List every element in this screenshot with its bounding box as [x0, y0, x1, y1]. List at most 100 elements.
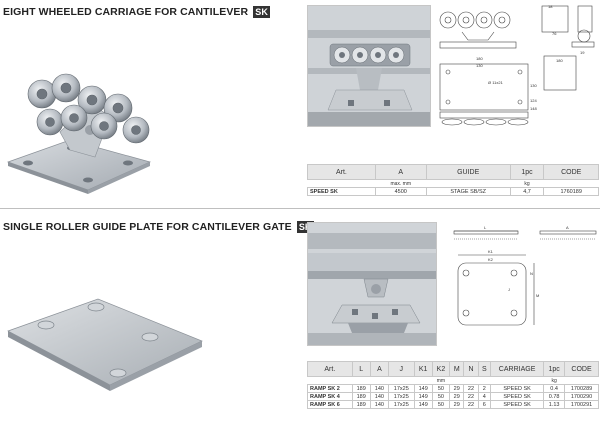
dim-label: L	[484, 225, 487, 230]
unit-cell: mm	[432, 376, 450, 385]
table-cell: 149	[413, 392, 433, 401]
guide-plate-technical-drawing: L A K1 K2 N M J	[453, 225, 597, 326]
unit-cell	[414, 376, 433, 385]
table-cell: 50	[431, 392, 451, 401]
unit-cell	[352, 376, 371, 385]
guide-plate-product-image	[7, 298, 203, 391]
table-cell: 1760189	[543, 187, 599, 196]
table-cell: 29	[449, 400, 465, 409]
table-cell: 1700289	[564, 384, 599, 393]
table-cell: 189	[351, 392, 371, 401]
table-row: SPEED SK 4500 STAGE SB/SZ 4,7 1760189	[307, 187, 599, 196]
col-header: CODE	[564, 361, 599, 377]
table-cell: 149	[413, 384, 433, 393]
table-cell: 22	[463, 400, 479, 409]
unit-cell: kg	[543, 376, 565, 385]
unit-cell	[388, 376, 415, 385]
table-cell: STAGE SB/SZ	[425, 187, 511, 196]
section-title: SINGLE ROLLER GUIDE PLATE FOR CANTILEVER…	[3, 221, 314, 233]
table-cell: 29	[449, 392, 465, 401]
col-header: 1pc	[543, 361, 566, 377]
table-cell: 0.4	[543, 384, 566, 393]
unit-cell: max. mm	[375, 179, 427, 188]
title-text: SINGLE ROLLER GUIDE PLATE FOR CANTILEVER…	[3, 221, 292, 233]
cell-art: RAMP SK 6	[307, 400, 353, 409]
table-row: RAMP SK 6 189 140 17x25 149 50 29 22 6 S…	[307, 400, 599, 409]
col-header: Art.	[307, 164, 376, 180]
table-cell: 17x25	[387, 392, 415, 401]
table-header-row: Art. L A J K1 K2 M N S CARRIAGE 1pc CODE	[307, 361, 599, 377]
table-cell: 17x25	[387, 400, 415, 409]
dim-label: 180	[476, 56, 483, 61]
table-cell: 17x25	[387, 384, 415, 393]
guide-plate-spec-table: Art. L A J K1 K2 M N S CARRIAGE 1pc CODE	[307, 361, 599, 409]
table-cell: 1700291	[564, 400, 599, 409]
dim-label: 180	[556, 58, 563, 63]
carriage-technical-drawing: 18 76 19 180 130 180 130 Ø 11x21 124 148	[439, 4, 595, 126]
section-title: EIGHT WHEELED CARRIAGE FOR CANTILEVER SK	[3, 6, 270, 18]
dim-label: 130	[476, 63, 483, 68]
unit-cell	[463, 376, 479, 385]
col-header: A	[374, 164, 427, 180]
section-eight-wheeled-carriage: EIGHT WHEELED CARRIAGE FOR CANTILEVER SK	[0, 0, 600, 208]
section-divider	[0, 208, 600, 209]
dim-label: A	[566, 225, 569, 230]
dim-label: M	[536, 293, 539, 298]
table-cell: 189	[351, 384, 371, 393]
col-header: CODE	[543, 164, 599, 180]
dim-label: K1	[488, 249, 494, 254]
unit-cell	[478, 376, 491, 385]
cell-art: RAMP SK 4	[307, 392, 353, 401]
table-cell: 140	[369, 392, 389, 401]
unit-cell	[307, 179, 376, 188]
col-header: K1	[413, 361, 433, 377]
unit-cell: kg	[510, 179, 544, 188]
table-cell: 29	[449, 384, 465, 393]
carriage-spec-table: Art. A GUIDE 1pc CODE max. mm kg SPEED S…	[307, 164, 599, 196]
table-cell: 2	[477, 384, 491, 393]
col-header: GUIDE	[425, 164, 511, 180]
table-cell: 1.13	[543, 400, 566, 409]
unit-cell	[449, 376, 464, 385]
dim-label: 18	[548, 4, 553, 9]
table-cell: 4500	[374, 187, 427, 196]
table-cell: SPEED SK	[489, 392, 545, 401]
unit-cell	[426, 179, 511, 188]
table-row: RAMP SK 4 189 140 17x25 149 50 29 22 4 S…	[307, 392, 599, 401]
dim-label: 19	[580, 50, 585, 55]
table-cell: 140	[369, 400, 389, 409]
carriage-installation-photo	[307, 5, 431, 127]
sk-badge: SK	[253, 6, 270, 18]
table-cell: SPEED SK	[489, 384, 545, 393]
dim-label: 124	[530, 98, 537, 103]
table-cell: 6	[477, 400, 491, 409]
table-cell: SPEED SK	[489, 400, 545, 409]
table-unit-row: mm kg	[307, 376, 599, 385]
carriage-product-image	[6, 73, 152, 194]
table-cell: 50	[431, 384, 451, 393]
table-cell: 149	[413, 400, 433, 409]
table-unit-row: max. mm kg	[307, 179, 599, 188]
table-cell: 0.78	[543, 392, 566, 401]
col-header: M	[449, 361, 465, 377]
section-single-roller-guide-plate: SINGLE ROLLER GUIDE PLATE FOR CANTILEVER…	[0, 209, 600, 421]
col-header: J	[387, 361, 415, 377]
col-header: CARRIAGE	[489, 361, 545, 377]
table-cell: 22	[463, 384, 479, 393]
col-header: N	[463, 361, 479, 377]
dim-label: K2	[488, 257, 494, 262]
table-cell: 50	[431, 400, 451, 409]
col-header: S	[477, 361, 491, 377]
dim-label: J	[508, 287, 510, 292]
dim-label: N	[530, 271, 533, 276]
table-cell: 4	[477, 392, 491, 401]
title-text: EIGHT WHEELED CARRIAGE FOR CANTILEVER	[3, 6, 249, 18]
col-header: 1pc	[509, 164, 545, 180]
guide-plate-installation-photo	[307, 222, 437, 346]
unit-cell	[370, 376, 389, 385]
table-cell: 140	[369, 384, 389, 393]
dim-label: 130	[530, 83, 537, 88]
table-row: RAMP SK 2 189 140 17x25 149 50 29 22 2 S…	[307, 384, 599, 393]
table-cell: 189	[351, 400, 371, 409]
unit-cell	[564, 376, 599, 385]
